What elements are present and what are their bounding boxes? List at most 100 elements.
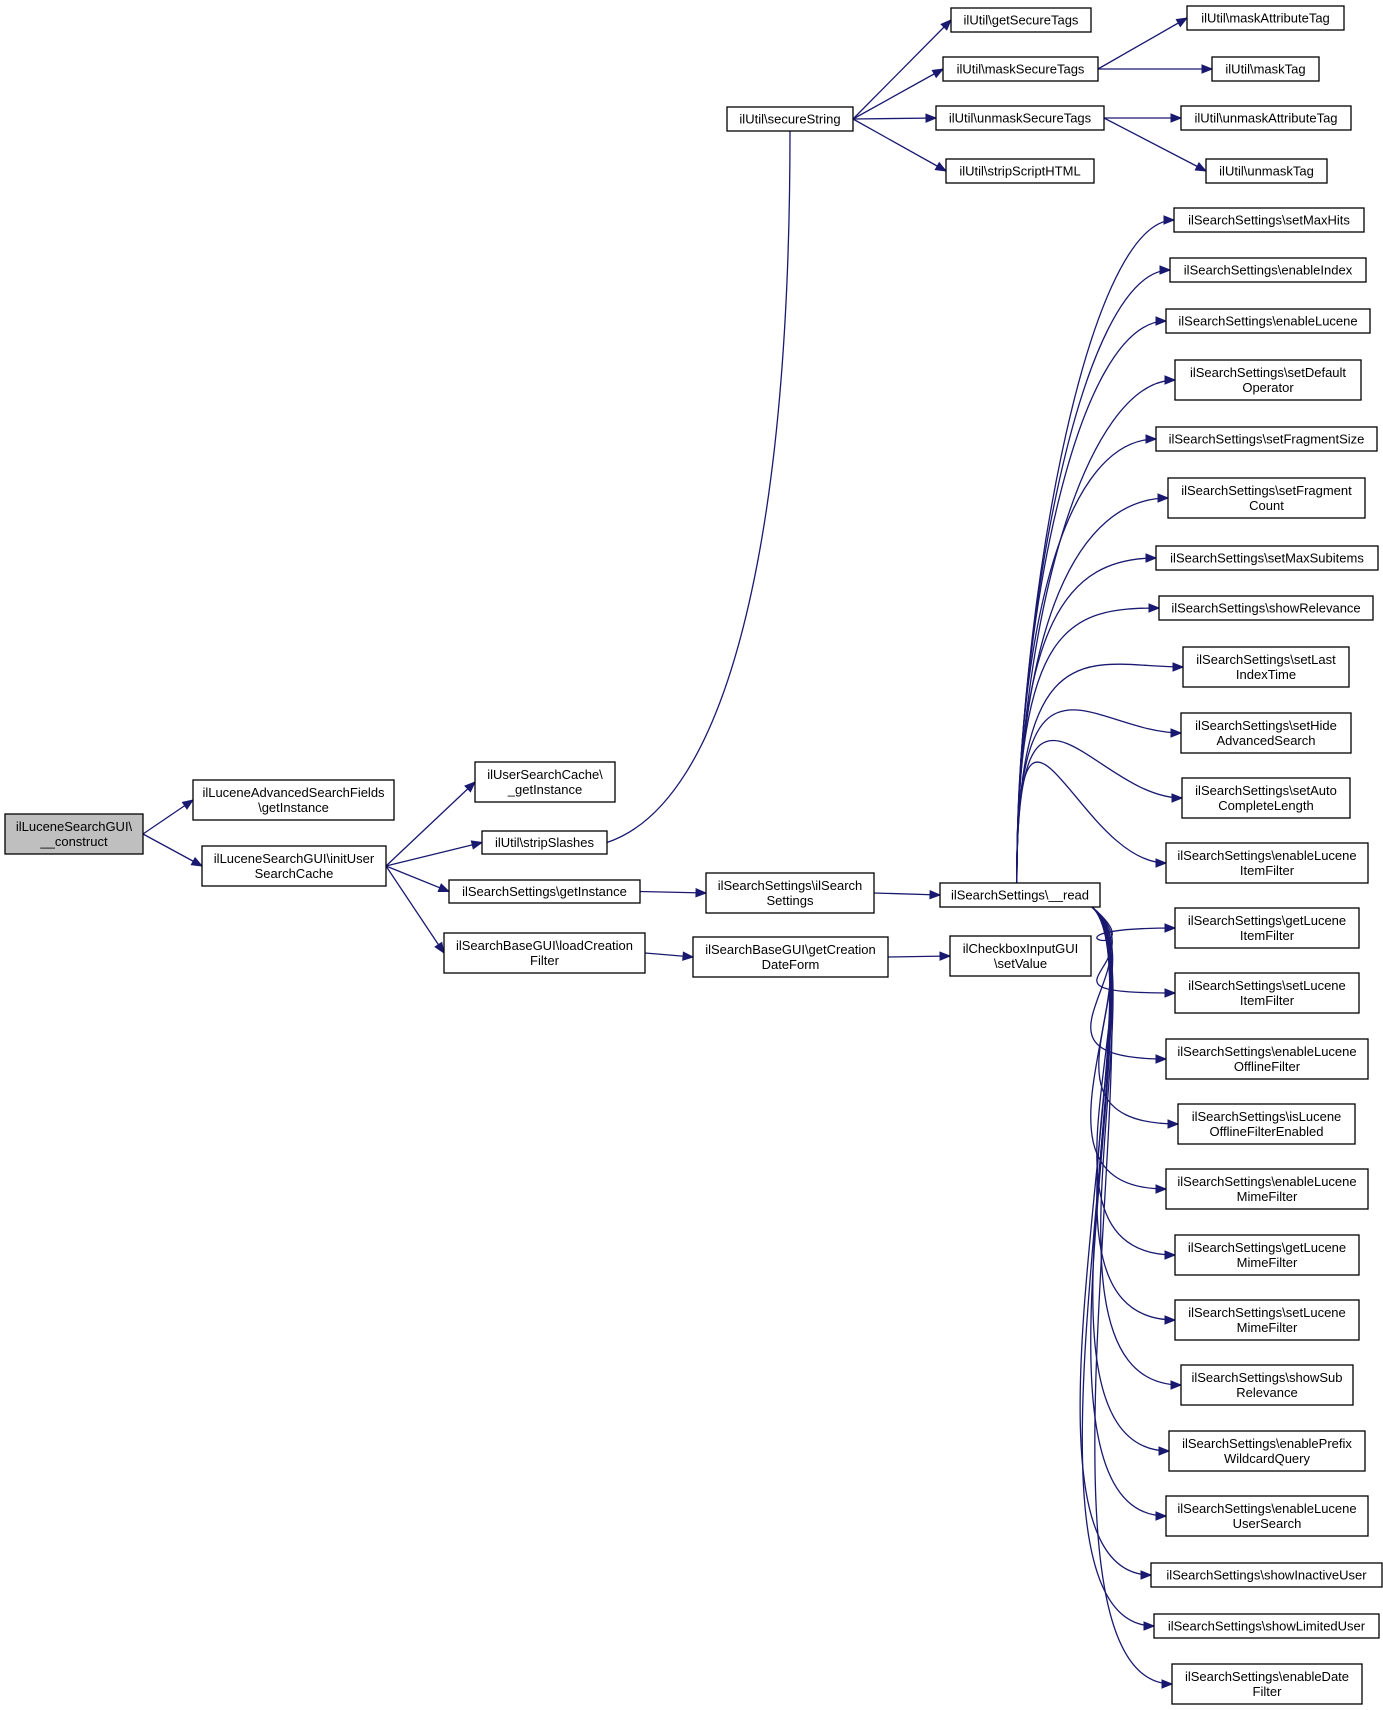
- node-label: ilUtil\unmaskSecureTags: [949, 111, 1092, 126]
- node-r4[interactable]: ilSearchSettings\setFragmentSize: [1155, 426, 1378, 452]
- edge-arrowhead: [1155, 1184, 1168, 1194]
- node-box: [1153, 1613, 1380, 1639]
- node-unmaskTag[interactable]: ilUtil\unmaskTag: [1205, 158, 1328, 184]
- node-label: ilUtil\stripScriptHTML: [959, 164, 1080, 179]
- edge-line: [852, 118, 947, 172]
- edge-stripSlashes-secureString: [606, 120, 795, 844]
- edge-read-r20: [1091, 906, 1171, 1456]
- node-r1[interactable]: ilSearchSettings\enableIndex: [1169, 257, 1367, 283]
- node-secureString[interactable]: ilUtil\secureString: [726, 106, 854, 132]
- node-box: [192, 779, 395, 821]
- edge-line: [385, 865, 450, 893]
- node-read[interactable]: ilSearchSettings\__read: [939, 882, 1101, 908]
- node-label: Operator: [1242, 380, 1294, 395]
- edge-line: [639, 890, 707, 894]
- node-label: ilSearchSettings\setFragment: [1181, 483, 1352, 498]
- edge-line: [1016, 709, 1182, 884]
- node-r2[interactable]: ilSearchSettings\enableLucene: [1165, 308, 1371, 334]
- edge-arrowhead: [1164, 375, 1177, 385]
- node-maskSecureTags[interactable]: ilUtil\maskSecureTags: [942, 56, 1099, 82]
- edge-initCache-stripSlashes: [385, 840, 484, 867]
- node-label: ilSearchSettings\setLucene: [1188, 1305, 1346, 1320]
- node-unmaskAttr[interactable]: ilUtil\unmaskAttributeTag: [1180, 105, 1352, 131]
- node-getInstance[interactable]: ilSearchSettings\getInstance: [448, 879, 641, 904]
- node-setValue[interactable]: ilCheckboxInputGUI\setValue: [949, 935, 1092, 977]
- edge-loadFilter-dateForm: [644, 951, 695, 961]
- node-label: ilUtil\unmaskAttributeTag: [1194, 111, 1337, 126]
- edge-arrowhead: [1164, 1250, 1177, 1260]
- node-maskTag[interactable]: ilUtil\maskTag: [1211, 56, 1320, 82]
- node-r23[interactable]: ilSearchSettings\showLimitedUser: [1153, 1613, 1380, 1639]
- edge-read-r24: [1091, 906, 1174, 1689]
- node-label: UserSearch: [1233, 1516, 1302, 1531]
- node-box: [705, 872, 875, 914]
- node-getSecureTags[interactable]: ilUtil\getSecureTags: [950, 7, 1092, 33]
- edge-read-r3: [1016, 375, 1177, 884]
- node-stripScript[interactable]: ilUtil\stripScriptHTML: [945, 158, 1095, 184]
- node-box: [1186, 5, 1345, 31]
- node-r15[interactable]: ilSearchSettings\isLuceneOfflineFilterEn…: [1177, 1103, 1356, 1145]
- edge-arrowhead: [939, 951, 952, 961]
- node-label: Count: [1249, 498, 1284, 513]
- node-label: ilSearchSettings\showRelevance: [1171, 601, 1360, 616]
- node-box: [1158, 595, 1374, 621]
- edge-arrowhead: [931, 68, 945, 79]
- node-box: [1211, 56, 1320, 82]
- edge-arrowhead: [190, 856, 204, 867]
- node-advFields[interactable]: ilLuceneAdvancedSearchFields\getInstance: [192, 779, 395, 821]
- edge-initCache-getInstance: [385, 865, 451, 893]
- edge-arrowhead: [1172, 662, 1185, 672]
- node-stripSlashes[interactable]: ilUtil\stripSlashes: [481, 830, 608, 855]
- node-r22[interactable]: ilSearchSettings\showInactiveUser: [1150, 1562, 1383, 1588]
- node-r14[interactable]: ilSearchSettings\enableLuceneOfflineFilt…: [1165, 1038, 1369, 1080]
- node-r6[interactable]: ilSearchSettings\setMaxSubitems: [1155, 545, 1379, 571]
- edge-line: [1081, 906, 1155, 1627]
- node-userCache[interactable]: ilUserSearchCache\_getInstance: [474, 761, 616, 803]
- node-r0[interactable]: ilSearchSettings\setMaxHits: [1173, 207, 1365, 233]
- node-label: ItemFilter: [1240, 928, 1295, 943]
- edge-read-r23: [1081, 906, 1156, 1631]
- edge-arrowhead: [682, 951, 695, 961]
- node-unmaskSecureTags[interactable]: ilUtil\unmaskSecureTags: [935, 105, 1105, 131]
- node-root[interactable]: ilLuceneSearchGUI\__construct: [4, 813, 144, 855]
- node-r7[interactable]: ilSearchSettings\showRelevance: [1158, 595, 1374, 621]
- node-box: [1205, 158, 1328, 184]
- node-box: [945, 158, 1095, 184]
- edge-line: [385, 841, 483, 867]
- edge-line: [1090, 906, 1167, 1517]
- node-box: [942, 56, 1099, 82]
- edge-line: [1016, 379, 1176, 884]
- node-label: ilSearchSettings\getLucene: [1188, 913, 1346, 928]
- edge-arrowhead: [940, 19, 952, 31]
- node-maskAttr[interactable]: ilUtil\maskAttributeTag: [1186, 5, 1345, 31]
- edge-read-r8: [1016, 662, 1185, 884]
- node-label: ilSearchSettings\setHide: [1195, 718, 1337, 733]
- node-label: \setValue: [994, 956, 1047, 971]
- edges-layer: [142, 17, 1214, 1689]
- edge-arrowhead: [1171, 793, 1184, 803]
- node-label: ilSearchSettings\setMaxSubitems: [1170, 551, 1364, 566]
- node-ctor[interactable]: ilSearchSettings\ilSearchSettings: [705, 872, 875, 914]
- node-label: ilSearchSettings\enablePrefix: [1182, 1436, 1352, 1451]
- edge-line: [1103, 117, 1207, 172]
- node-box: [1169, 257, 1367, 283]
- node-label: \getInstance: [258, 800, 329, 815]
- node-r20[interactable]: ilSearchSettings\enablePrefixWildcardQue…: [1168, 1430, 1366, 1472]
